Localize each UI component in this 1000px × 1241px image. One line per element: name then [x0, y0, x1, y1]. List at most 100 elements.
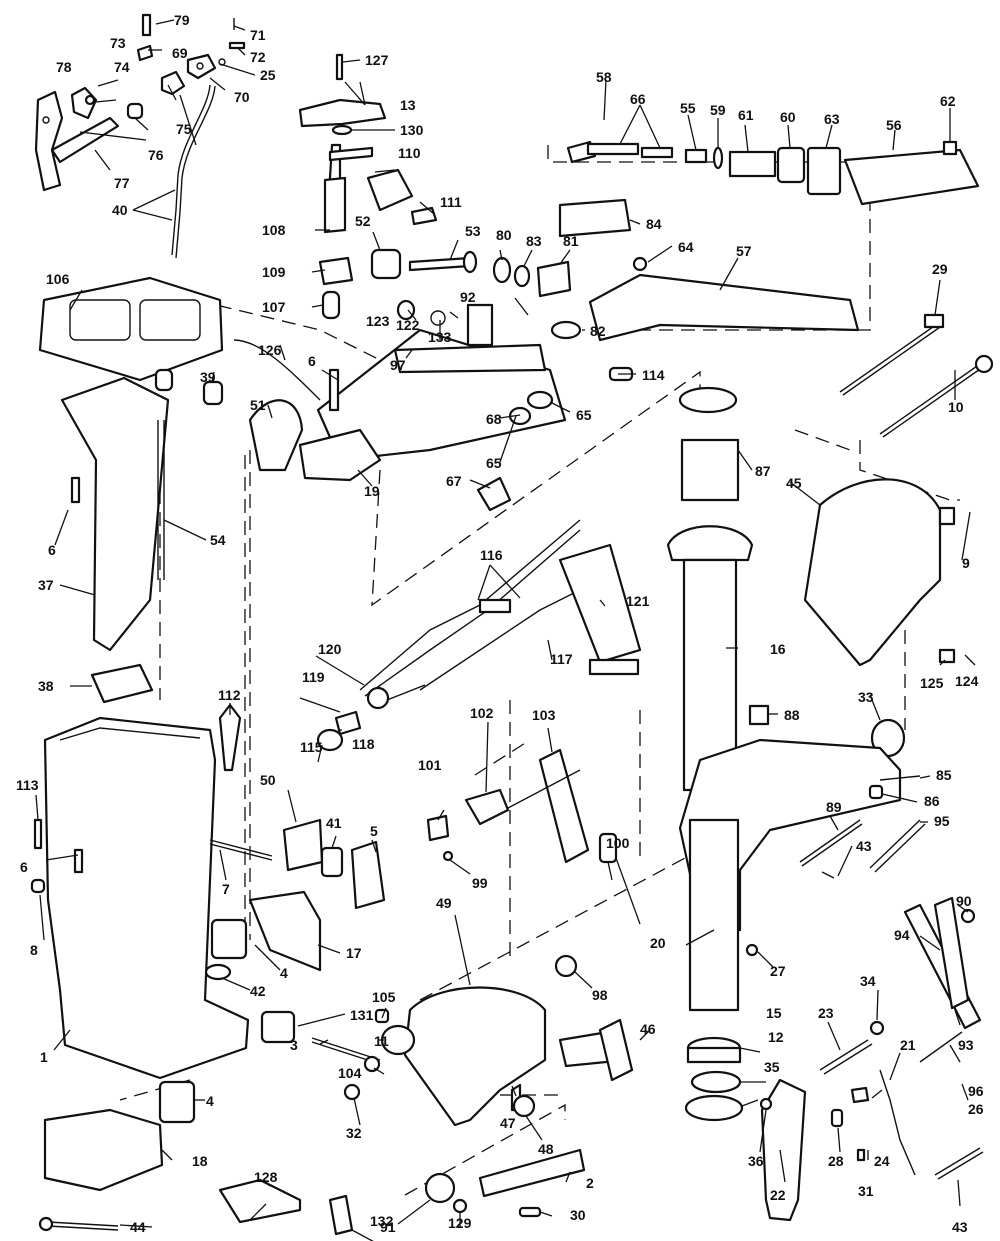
part-label-63: 63 — [824, 111, 840, 127]
part-label-47: 47 — [500, 1115, 516, 1131]
tiller-bracket-parts — [233, 299, 634, 512]
part-label-23: 23 — [818, 1005, 834, 1021]
part-label-31: 31 — [858, 1183, 874, 1199]
part-label-59: 59 — [710, 102, 726, 118]
part-label-53: 53 — [465, 223, 481, 239]
part-label-99: 99 — [472, 875, 488, 891]
part-label-92: 92 — [460, 289, 476, 305]
part-label-7: 7 — [222, 881, 230, 897]
part-label-122: 122 — [396, 317, 420, 333]
part-label-68: 68 — [486, 411, 502, 427]
part-label-10: 10 — [948, 399, 964, 415]
part-label-38: 38 — [38, 678, 54, 694]
leader-lines — [35, 19, 976, 1241]
part-label-81: 81 — [563, 233, 579, 249]
part-label-82: 82 — [590, 323, 606, 339]
part-label-42: 42 — [250, 983, 266, 999]
part-label-17: 17 — [346, 945, 362, 961]
part-label-3: 3 — [290, 1037, 298, 1053]
part-label-116: 116 — [480, 547, 503, 563]
steering-tube-parts — [666, 386, 770, 792]
cable-harness-parts — [316, 519, 642, 752]
part-label-85: 85 — [936, 767, 952, 783]
part-label-127: 127 — [365, 52, 389, 68]
part-label-5: 5 — [370, 823, 378, 839]
part-label-58: 58 — [596, 69, 612, 85]
part-label-115: 115 — [300, 739, 323, 755]
tilt-lock-parts — [799, 775, 982, 1036]
part-label-131: 131 — [350, 1007, 374, 1023]
part-label-133: 133 — [428, 329, 452, 345]
part-label-91: 91 — [380, 1219, 396, 1235]
part-label-80: 80 — [496, 227, 512, 243]
part-label-56: 56 — [886, 117, 902, 133]
throttle-lever-assembly — [34, 13, 246, 259]
part-label-128: 128 — [254, 1169, 278, 1185]
part-label-11: 11 — [374, 1033, 389, 1049]
part-label-43a: 43 — [856, 838, 872, 854]
part-label-105: 105 — [372, 989, 396, 1005]
part-label-30: 30 — [570, 1207, 586, 1223]
part-label-98: 98 — [592, 987, 608, 1003]
part-label-65a: 65 — [576, 407, 592, 423]
part-label-71: 71 — [250, 27, 266, 43]
part-label-114: 114 — [642, 367, 665, 383]
part-label-57: 57 — [736, 243, 752, 259]
part-label-65b: 65 — [486, 455, 502, 471]
part-label-76: 76 — [148, 147, 164, 163]
part-label-130: 130 — [400, 122, 424, 138]
exhaust-housing-parts — [38, 276, 224, 704]
throttle-link-parts — [426, 748, 618, 864]
part-label-51: 51 — [250, 397, 266, 413]
part-label-67: 67 — [446, 473, 462, 489]
part-label-119: 119 — [302, 669, 325, 685]
part-label-26: 26 — [968, 1101, 984, 1117]
part-label-111: 111 — [440, 194, 462, 210]
part-label-62: 62 — [940, 93, 956, 109]
part-label-64: 64 — [678, 239, 694, 255]
part-label-93: 93 — [958, 1037, 974, 1053]
tiller-handle-assembly — [550, 140, 980, 342]
part-label-100: 100 — [606, 835, 630, 851]
part-label-113: 113 — [16, 777, 39, 793]
part-label-28: 28 — [828, 1153, 844, 1169]
shift-shaft-parts — [370, 248, 572, 298]
part-label-41: 41 — [326, 815, 342, 831]
part-label-18: 18 — [192, 1153, 208, 1169]
part-number-labels: 79 71 73 69 72 78 74 25 70 75 76 77 40 1… — [16, 12, 984, 1235]
part-label-125: 125 — [920, 675, 944, 691]
part-label-77: 77 — [114, 175, 130, 191]
part-label-21: 21 — [900, 1037, 916, 1053]
part-label-89: 89 — [826, 799, 842, 815]
part-label-95: 95 — [934, 813, 950, 829]
part-label-35: 35 — [764, 1059, 780, 1075]
part-label-69: 69 — [172, 45, 188, 61]
part-label-6c: 6 — [20, 859, 28, 875]
part-label-90: 90 — [956, 893, 972, 909]
part-label-120: 120 — [318, 641, 342, 657]
part-label-74: 74 — [114, 59, 130, 75]
part-label-24: 24 — [874, 1153, 890, 1169]
part-label-118: 118 — [352, 736, 375, 752]
part-label-66: 66 — [630, 91, 646, 107]
part-label-112: 112 — [218, 687, 241, 703]
part-label-6a: 6 — [308, 353, 316, 369]
part-label-110: 110 — [398, 145, 421, 161]
lower-clamp-parts — [38, 1080, 196, 1232]
part-label-43b: 43 — [952, 1219, 968, 1235]
part-label-36: 36 — [748, 1153, 764, 1169]
part-label-15: 15 — [766, 1005, 782, 1021]
part-label-52: 52 — [355, 213, 371, 229]
part-label-27: 27 — [770, 963, 786, 979]
part-label-44: 44 — [130, 1219, 146, 1235]
part-label-70: 70 — [234, 89, 250, 105]
part-label-94: 94 — [894, 927, 910, 943]
part-label-106: 106 — [46, 271, 70, 287]
part-label-103: 103 — [532, 707, 556, 723]
part-label-33: 33 — [858, 689, 874, 705]
part-label-123: 123 — [366, 313, 390, 329]
part-label-126: 126 — [258, 342, 282, 358]
assembly-dashed-lines — [119, 145, 960, 1196]
part-label-25: 25 — [260, 67, 276, 83]
part-label-86: 86 — [924, 793, 940, 809]
